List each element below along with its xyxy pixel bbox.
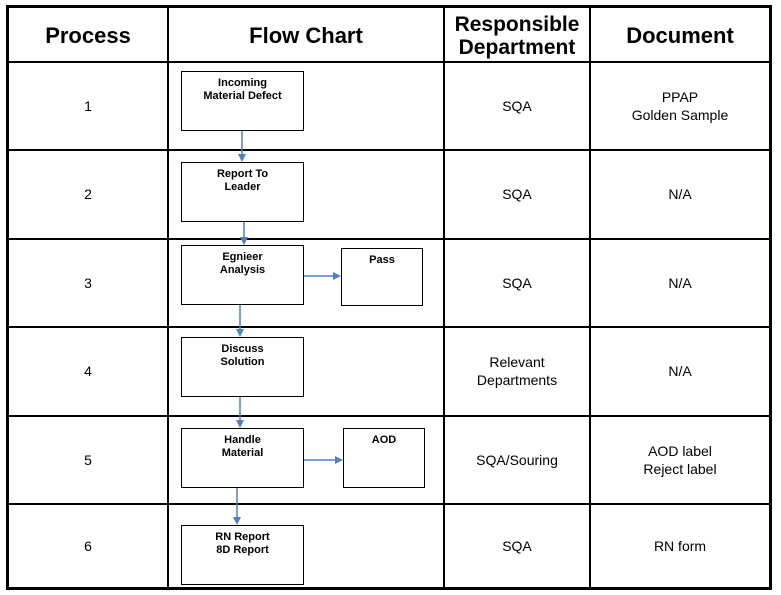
row-3-document: N/A (591, 240, 769, 327)
responsible-department-text-stack: SQA (502, 537, 532, 555)
flow-step-text: Egnieer (222, 251, 263, 263)
responsible-department-text: SQA (502, 537, 532, 554)
process-number-text: 3 (84, 274, 92, 291)
process-number-text-stack: 4 (84, 362, 92, 380)
document-text-stack: N/A (668, 274, 691, 292)
responsible-department-text-stack: SQA/Souring (476, 451, 558, 469)
process-table: Process Flow Chart Responsible Departmen… (6, 5, 772, 590)
flow-step-text: Handle (224, 434, 261, 446)
flow-step-text: Discuss (221, 343, 264, 355)
grid-line (589, 8, 591, 587)
row-4-document: N/A (591, 328, 769, 416)
responsible-department-text-stack: SQA (502, 274, 532, 292)
grid-line (9, 326, 769, 328)
flow-step-rn-8d-report: RN Report 8D Report (181, 525, 304, 585)
responsible-department-text: Relevant (489, 354, 545, 371)
document-text: PPAP (661, 89, 699, 105)
row-6-document: RN form (591, 505, 769, 588)
header-responsible-department: Responsible Department (445, 8, 589, 63)
process-number-text-stack: 1 (84, 97, 92, 115)
grid-line (9, 238, 769, 240)
row-6-process-number: 6 (9, 505, 167, 588)
document-text: N/A (668, 363, 692, 380)
flow-step-pass: Pass (341, 248, 423, 306)
row-2-process-number: 2 (9, 151, 167, 239)
process-number-text: 2 (84, 186, 92, 203)
grid-line (9, 61, 769, 63)
grid-line (9, 503, 769, 505)
document-text-stack: N/A (668, 185, 691, 203)
flow-step-engineer-analysis: Egnieer Analysis (181, 245, 304, 305)
process-number-text: 4 (84, 363, 92, 380)
row-2-responsible-department: SQA (445, 151, 589, 239)
row-1-responsible-department: SQA (445, 63, 589, 149)
flow-step-text: AOD (371, 434, 397, 446)
document-text: N/A (668, 186, 692, 203)
row-1-process-number: 1 (9, 63, 167, 149)
process-number-text: 6 (84, 537, 92, 554)
flow-step-report-to-leader: Report To Leader (181, 162, 304, 222)
flow-step-text: Analysis (219, 264, 266, 276)
header-responsible-line2: Department (458, 35, 576, 59)
document-text-stack: N/A (668, 362, 691, 380)
row-2-document: N/A (591, 151, 769, 239)
grid-line (9, 149, 769, 151)
responsible-department-text: SQA (502, 274, 532, 291)
responsible-department-text-stack: SQA (502, 185, 532, 203)
document-text: N/A (668, 274, 692, 291)
responsible-department-text: Departments (476, 372, 558, 389)
process-number-text: 5 (84, 451, 92, 468)
process-number-text-stack: 3 (84, 274, 92, 292)
document-text: AOD label (648, 442, 712, 459)
header-process-label: Process (45, 22, 131, 48)
row-3-process-number: 3 (9, 240, 167, 327)
document-text: RN form (653, 537, 707, 554)
document-text: Golden Sample (631, 107, 729, 123)
responsible-department-text: SQA (502, 186, 532, 203)
header-responsible-line1: Responsible (454, 12, 580, 36)
responsible-department-text: SQA (502, 98, 532, 114)
document-text-stack: PPAP Golden Sample (632, 88, 729, 124)
flow-step-text: Material (221, 447, 264, 459)
header-document-label: Document (626, 22, 734, 48)
process-number-text-stack: 5 (84, 451, 92, 469)
flow-step-discuss-solution: Discuss Solution (181, 337, 304, 397)
flow-step-text: Incoming (218, 77, 267, 89)
document-text: Reject label (643, 460, 717, 477)
row-3-responsible-department: SQA (445, 240, 589, 327)
flow-step-handle-material: Handle Material (181, 428, 304, 488)
row-5-process-number: 5 (9, 417, 167, 504)
process-number-text: 1 (84, 98, 92, 114)
flow-step-text: Solution (220, 356, 265, 368)
header-process: Process (9, 8, 167, 63)
flow-step-aod: AOD (343, 428, 425, 488)
flow-step-text: Material Defect (203, 90, 282, 102)
row-6-responsible-department: SQA (445, 505, 589, 588)
responsible-department-text-stack: SQA (502, 97, 532, 115)
flow-step-text: RN Report (215, 531, 270, 543)
process-number-text-stack: 2 (84, 185, 92, 203)
header-document: Document (591, 8, 769, 63)
grid-line (167, 8, 169, 587)
flow-step-text: 8D Report (216, 544, 269, 556)
process-number-text-stack: 6 (84, 537, 92, 555)
row-5-responsible-department: SQA/Souring (445, 417, 589, 504)
flow-step-text: Leader (224, 181, 261, 193)
row-1-document: PPAP Golden Sample (591, 63, 769, 149)
flow-step-text: Report To (216, 168, 269, 180)
grid-line (443, 8, 445, 587)
flow-step-text: Pass (369, 254, 395, 266)
header-responsible-stack: Responsible Department (455, 13, 580, 59)
flow-step-incoming-material-defect: Incoming Material Defect (181, 71, 304, 131)
document-text-stack: RN form (654, 537, 706, 555)
row-4-process-number: 4 (9, 328, 167, 416)
header-flow-chart: Flow Chart (169, 8, 443, 63)
responsible-department-text: SQA/Souring (476, 451, 558, 468)
header-flow-chart-label: Flow Chart (249, 22, 363, 48)
grid-line (9, 415, 769, 417)
